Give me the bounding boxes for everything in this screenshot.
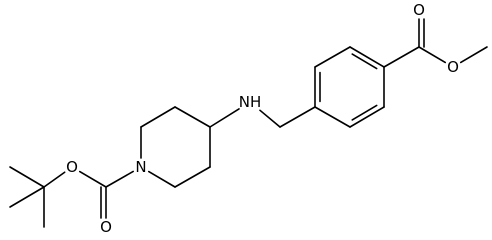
bond-ester_o_right-methyl [459, 46, 488, 64]
atom-label-amine-nh: NH [239, 93, 262, 111]
bond-pip_c4-amine_nh [209, 108, 240, 128]
atom-label-carbonyl-o-right: O [413, 1, 425, 19]
bond-ar_c5-ar_c6-second-line [351, 104, 378, 121]
bond-ar_c6-ar_c1 [314, 106, 351, 128]
bond-tbu_c-ester_o [43, 171, 66, 188]
bond-pip_c6-pip_n [147, 170, 176, 188]
atom-label-ester-o-right: O [447, 58, 459, 76]
bond-ester_c-ester_o_right [418, 46, 447, 64]
bond-amine_nh-ch2 [259, 109, 281, 128]
bond-ch2-ar_c1 [279, 106, 316, 128]
atom-labels-layer: O O N NH O O [66, 1, 459, 236]
bond-ar_c3-ar_c4-second-line [351, 53, 378, 70]
bond-ar_c3-ar_c4 [349, 46, 385, 68]
bond-ar_c2-ar_c3 [314, 46, 351, 68]
bond-carbamate_c-pip_n [105, 170, 134, 188]
bond-pip_c3-pip_c4 [174, 106, 211, 128]
bond-ar_c4-ester_c [383, 46, 420, 68]
atom-label-carbonyl-o-left: O [100, 218, 112, 236]
bond-ar_c5-ar_c6 [349, 106, 385, 128]
bonds-layer [9, 18, 488, 228]
atom-label-ester-o: O [66, 158, 78, 176]
bond-tbu_me2-tbu_c [9, 186, 45, 208]
bond-tbu_me1-tbu_c [9, 166, 45, 188]
bond-pip_c5-pip_c6 [174, 166, 211, 188]
bond-pip_c2-pip_c3 [140, 106, 176, 128]
atom-label-pip-n: N [135, 158, 146, 176]
bond-ester_o-carbamate_c [78, 170, 107, 188]
